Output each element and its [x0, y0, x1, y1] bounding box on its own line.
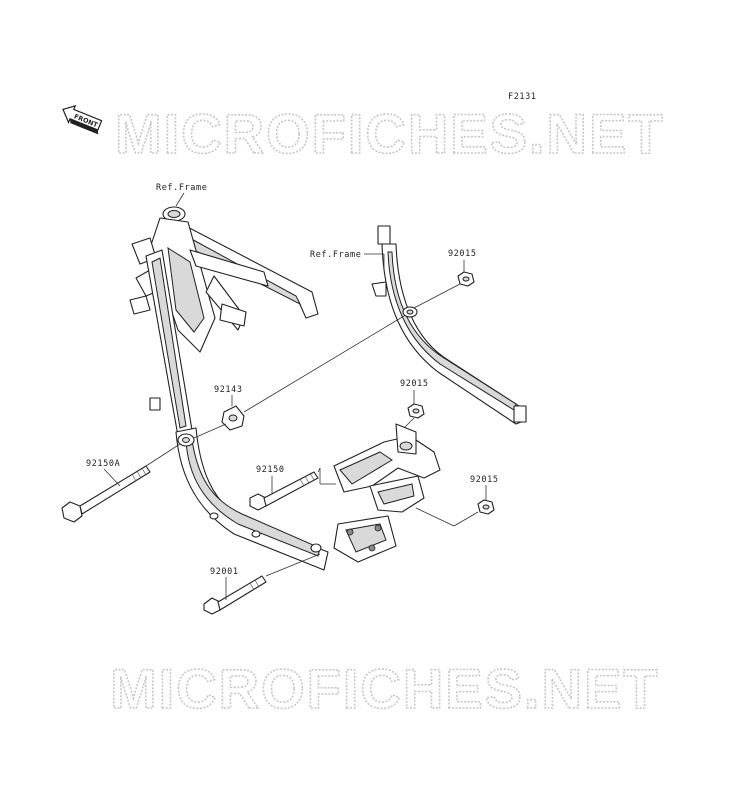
watermark-bottom: MICROFICHES.NET: [110, 657, 660, 720]
label-92001: 92001: [210, 567, 239, 577]
nut-92015-mid: [407, 403, 425, 419]
frame-left: [129, 206, 329, 571]
label-92015-right: 92015: [470, 475, 499, 485]
label-92015-mid: 92015: [400, 379, 429, 389]
label-ref-frame-right: Ref.Frame: [310, 250, 361, 260]
front-arrow-icon: FRONT: [62, 104, 103, 135]
leader-lines: [103, 192, 487, 600]
engine-mount-bracket: [333, 423, 441, 563]
label-92150A: 92150A: [86, 459, 120, 469]
watermark-top: MICROFICHES.NET: [115, 102, 665, 165]
nut-92015-top: [457, 271, 475, 287]
collar-92143: [221, 405, 245, 431]
frame-right-rail: [371, 225, 527, 425]
nut-92015-right: [477, 499, 495, 515]
label-92143: 92143: [214, 385, 243, 395]
bolt-92150A: [61, 465, 151, 523]
bolt-92001: [203, 575, 267, 615]
label-92015-top: 92015: [448, 249, 477, 259]
label-ref-frame-left: Ref.Frame: [156, 183, 207, 193]
diagram-code: F2131: [508, 92, 537, 102]
bolt-92150: [249, 471, 319, 511]
label-92150: 92150: [256, 465, 285, 475]
